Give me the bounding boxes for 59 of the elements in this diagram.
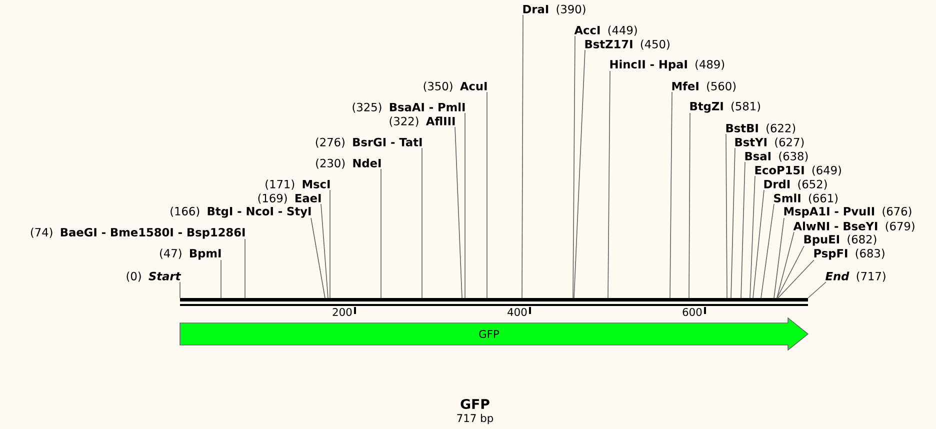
leader-line — [774, 218, 784, 298]
leader-line — [310, 218, 326, 298]
site-label: End (717) — [826, 272, 886, 282]
leader-line — [574, 50, 586, 298]
tick-label: 600 — [682, 308, 702, 316]
sequence-backbone — [180, 298, 808, 306]
site-label: (74) BaeGI - Bme1580I - Bsp1286I — [30, 228, 245, 239]
site-label: SmlI (661) — [774, 194, 838, 204]
site-label: BtgZI (581) — [690, 102, 760, 113]
leader-line — [752, 190, 764, 298]
map-title: GFP — [460, 398, 490, 410]
site-label: (325) BsaAI - PmlI — [352, 102, 465, 113]
leader-line — [464, 112, 466, 298]
leader-line — [688, 112, 690, 298]
leader-line — [320, 204, 328, 298]
tick-label: 400 — [508, 308, 527, 316]
site-label: (230) NdeI — [316, 158, 381, 169]
leader-line — [776, 246, 804, 298]
leader-line — [760, 204, 774, 298]
leader-line — [220, 260, 222, 298]
map-caption: 717 bp — [457, 414, 494, 424]
site-label: AlwNI - BseYI (679) — [793, 222, 914, 232]
site-label: BstZ17I (450) — [585, 40, 670, 50]
site-label: (171) MscI — [266, 180, 330, 190]
site-label: BpuEI (682) — [804, 234, 876, 246]
site-label: BsaI (638) — [745, 152, 808, 162]
leader-line — [486, 92, 488, 298]
site-label: (0) Start — [126, 272, 182, 282]
leader-line — [740, 162, 746, 298]
leader-line — [808, 282, 826, 298]
tick-label: 200 — [332, 308, 352, 316]
leader-line — [730, 148, 736, 298]
leader-line — [750, 176, 756, 298]
leader-line — [670, 92, 672, 298]
leader-line — [726, 134, 728, 298]
site-label: PspFI (683) — [814, 248, 884, 260]
site-label: EcoP15I (649) — [755, 166, 841, 176]
leader-line — [244, 238, 246, 298]
site-label: AccI (449) — [574, 26, 637, 36]
site-label: (322) AflIII — [390, 116, 455, 127]
site-label: MspA1I - PvuII (676) — [784, 206, 912, 218]
site-label: (166) BtgI - NcoI - StyI — [170, 206, 311, 218]
leader-line — [380, 168, 382, 298]
site-label: (276) BsrGI - TatI — [316, 138, 422, 148]
leader-line — [522, 14, 524, 298]
site-label: HincII - HpaI (489) — [610, 60, 724, 71]
site-label: DraI (390) — [523, 4, 586, 15]
site-label: BstBI (622) — [726, 124, 796, 134]
site-label: BstYI (627) — [735, 138, 804, 148]
site-label: (350) AcuI — [424, 82, 487, 92]
leader-line — [776, 232, 794, 298]
leader-line — [572, 36, 576, 298]
site-label: MfeI (560) — [672, 82, 736, 92]
site-label: (169) EaeI — [258, 194, 321, 204]
site-label: (47) BpmI — [160, 248, 221, 260]
leader-line — [778, 260, 814, 298]
leader-line — [608, 70, 610, 298]
site-label: DrdI (652) — [764, 180, 827, 190]
leader-line — [454, 126, 462, 298]
